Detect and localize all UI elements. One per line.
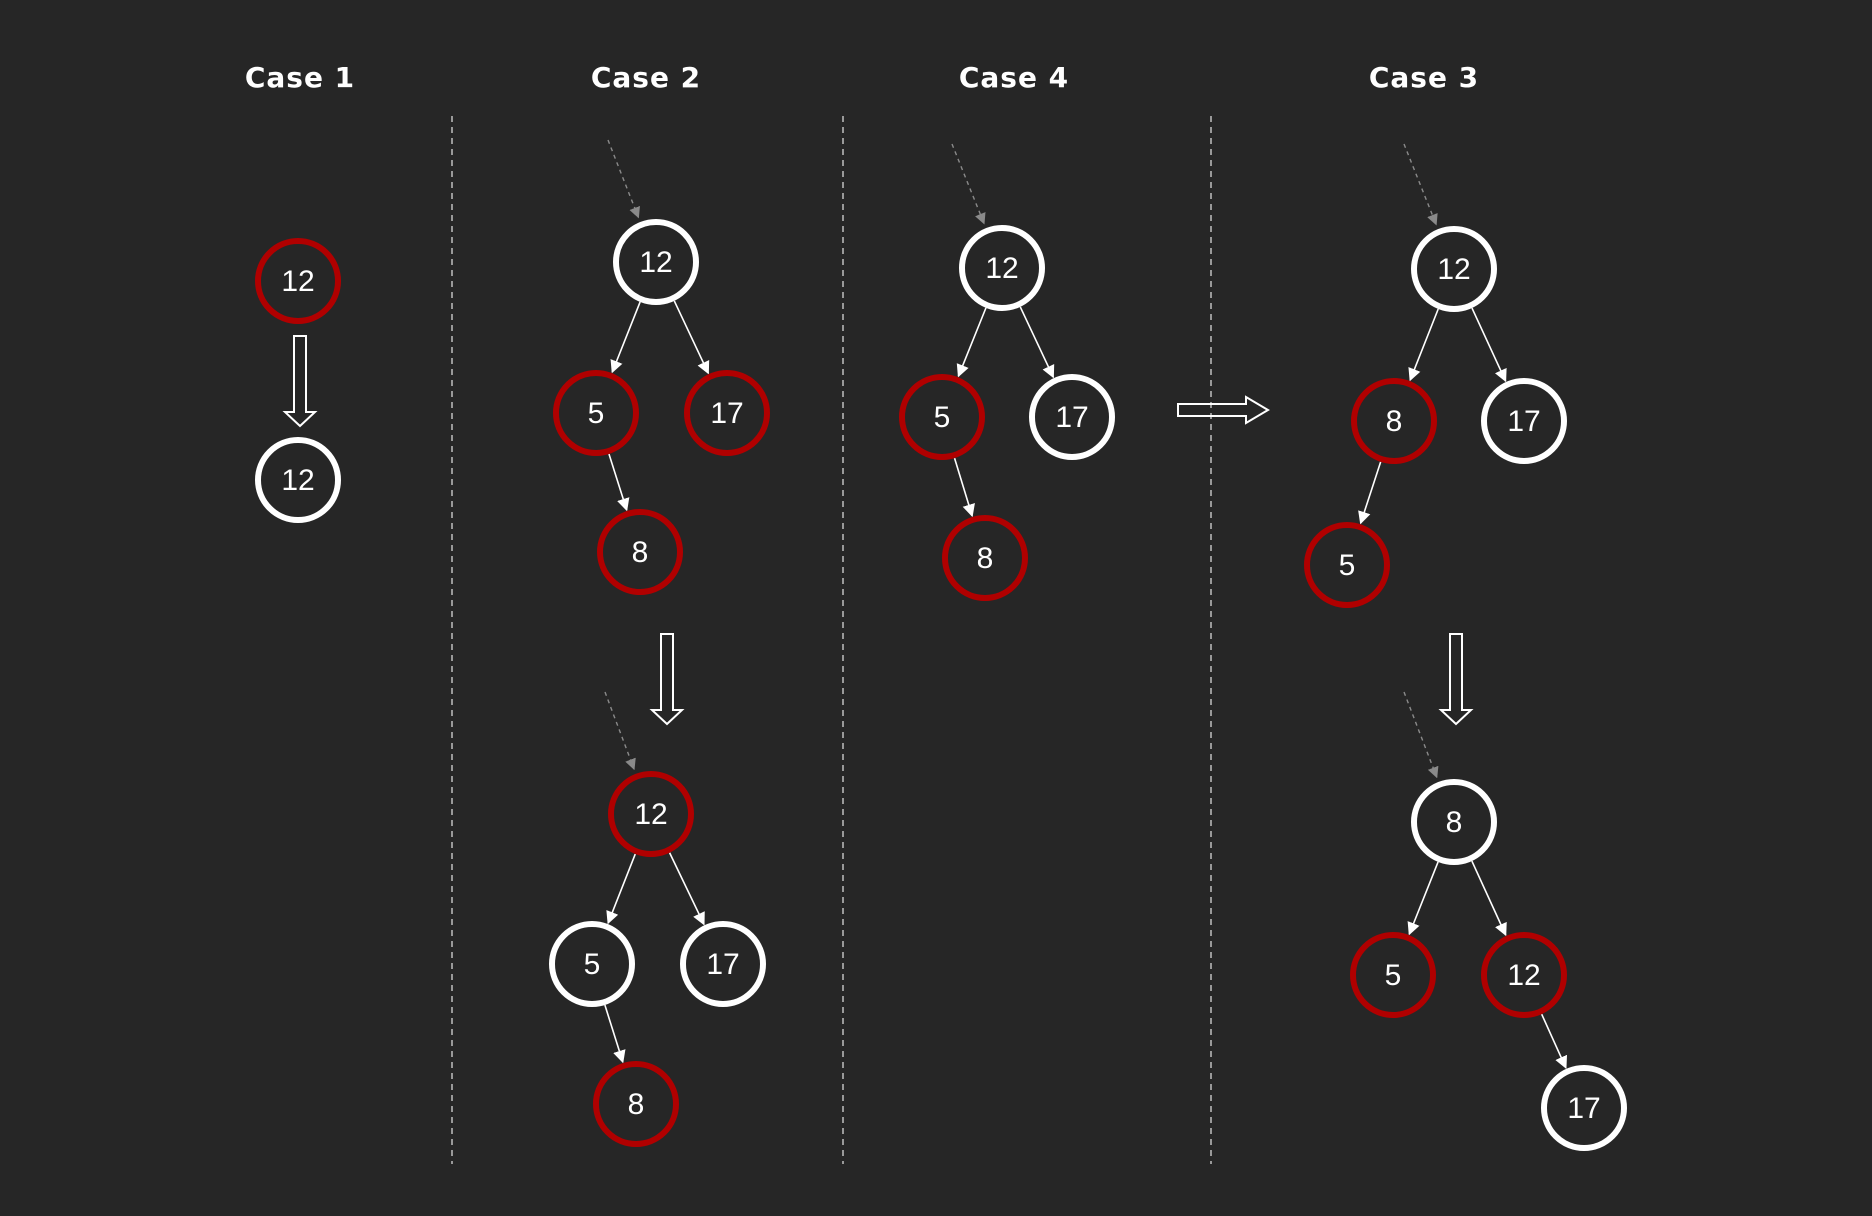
red-node-circle (1350, 932, 1436, 1018)
tree-edge-c3t_12-to-c3t_8 (1408, 308, 1439, 382)
case-1-title: Case 1 (245, 61, 355, 94)
tree-node-c4_5: 5 (899, 374, 985, 460)
red-node-circle (1481, 932, 1567, 1018)
red-node-circle (1304, 522, 1390, 608)
tree-node-c3b_8: 8 (1411, 779, 1497, 865)
tree-edge-c3b_8-to-c3b_5 (1407, 861, 1439, 936)
tree-edge-c3b_8-to-c3b_12 (1471, 860, 1507, 937)
tree-edge-c4_12-to-c4_5 (956, 307, 987, 378)
red-node-circle (899, 374, 985, 460)
node-label: 8 (977, 542, 994, 575)
node-label: 5 (588, 397, 605, 430)
tree-node-c3b_5: 5 (1350, 932, 1436, 1018)
tree-edge-c2b_12-to-c2b_17 (668, 852, 705, 926)
red-node-circle (593, 1061, 679, 1147)
tree-edge-c3t_8-to-c3t_5 (1358, 461, 1382, 525)
parent-pointer-to-c4_12 (951, 143, 986, 225)
tree-edge-c2t_12-to-c2t_17 (673, 300, 710, 375)
case-2-title: Case 2 (591, 61, 701, 94)
node-label: 17 (1567, 1092, 1600, 1125)
black-node-circle (613, 219, 699, 305)
node-label: 12 (1437, 253, 1470, 286)
node-label: 8 (1386, 405, 1403, 438)
tree-edge-c2t_12-to-c2t_5 (610, 301, 641, 374)
black-node-circle (549, 921, 635, 1007)
tree-node-c3b_17: 17 (1541, 1065, 1627, 1151)
black-node-circle (680, 921, 766, 1007)
tree-node-c4_17: 17 (1029, 374, 1115, 460)
node-label: 17 (710, 397, 743, 430)
red-node-circle (1351, 378, 1437, 464)
tree-node-c3t_17: 17 (1481, 378, 1567, 464)
tree-node-c2t_8: 8 (597, 509, 683, 595)
red-node-circle (608, 771, 694, 857)
black-node-circle (1541, 1065, 1627, 1151)
black-node-circle (1029, 374, 1115, 460)
black-node-circle (1411, 226, 1497, 312)
node-label: 12 (985, 252, 1018, 285)
node-label: 8 (628, 1088, 645, 1121)
parent-pointer-to-c3t_12 (1403, 143, 1438, 226)
tree-edge-c3t_12-to-c3t_17 (1471, 307, 1507, 383)
tree-node-c2b_8: 8 (593, 1061, 679, 1147)
tree-node-c2b_17: 17 (680, 921, 766, 1007)
case2-transition-arrow (649, 633, 685, 726)
red-node-circle (553, 370, 639, 456)
tree-node-c2b_5: 5 (549, 921, 635, 1007)
tree-node-c3t_5: 5 (1304, 522, 1390, 608)
node-label: 17 (1055, 401, 1088, 434)
tree-node-c1a: 12 (255, 238, 341, 324)
node-label: 5 (584, 948, 601, 981)
tree-node-c4_8: 8 (942, 515, 1028, 601)
node-label: 12 (634, 798, 667, 831)
red-node-circle (684, 370, 770, 456)
node-label: 8 (632, 536, 649, 569)
black-node-circle (1411, 779, 1497, 865)
tree-node-c2b_12: 12 (608, 771, 694, 857)
tree-node-c3t_12: 12 (1411, 226, 1497, 312)
tree-edge-c3b_12-to-c3b_17 (1540, 1013, 1568, 1070)
tree-edge-c2b_5-to-c2b_8 (604, 1004, 626, 1064)
tree-edge-c4_5-to-c4_8 (953, 457, 975, 518)
node-label: 17 (1507, 405, 1540, 438)
tree-node-c3t_8: 8 (1351, 378, 1437, 464)
case4-to-case3-transition-arrow (1177, 395, 1270, 425)
tree-edge-c4_12-to-c4_17 (1019, 306, 1055, 379)
node-label: 12 (281, 265, 314, 298)
tree-node-c2t_5: 5 (553, 370, 639, 456)
node-label: 8 (1446, 806, 1463, 839)
tree-node-c2t_17: 17 (684, 370, 770, 456)
tree-node-c2t_12: 12 (613, 219, 699, 305)
case1-transition-arrow (282, 335, 318, 428)
tree-node-c1b: 12 (255, 437, 341, 523)
black-node-circle (255, 437, 341, 523)
node-label: 17 (706, 948, 739, 981)
parent-pointer-to-c2t_12 (607, 139, 640, 219)
node-label: 12 (1507, 959, 1540, 992)
parent-pointer-to-c2b_12 (604, 691, 636, 771)
node-label: 12 (281, 464, 314, 497)
tree-node-c4_12: 12 (959, 225, 1045, 311)
tree-node-c3b_12: 12 (1481, 932, 1567, 1018)
red-node-circle (255, 238, 341, 324)
node-label: 5 (1385, 959, 1402, 992)
case-3-title: Case 3 (1369, 61, 1479, 94)
tree-edge-c2b_12-to-c2b_5 (606, 853, 637, 925)
tree-edge-c2t_5-to-c2t_8 (608, 453, 630, 512)
node-label: 12 (639, 246, 672, 279)
red-node-circle (942, 515, 1028, 601)
case3-transition-arrow (1438, 633, 1474, 726)
black-node-circle (959, 225, 1045, 311)
case-4-title: Case 4 (959, 61, 1069, 94)
node-label: 5 (1339, 549, 1356, 582)
black-node-circle (1481, 378, 1567, 464)
parent-pointer-to-c3b_8 (1403, 691, 1439, 779)
node-label: 5 (934, 401, 951, 434)
red-node-circle (597, 509, 683, 595)
